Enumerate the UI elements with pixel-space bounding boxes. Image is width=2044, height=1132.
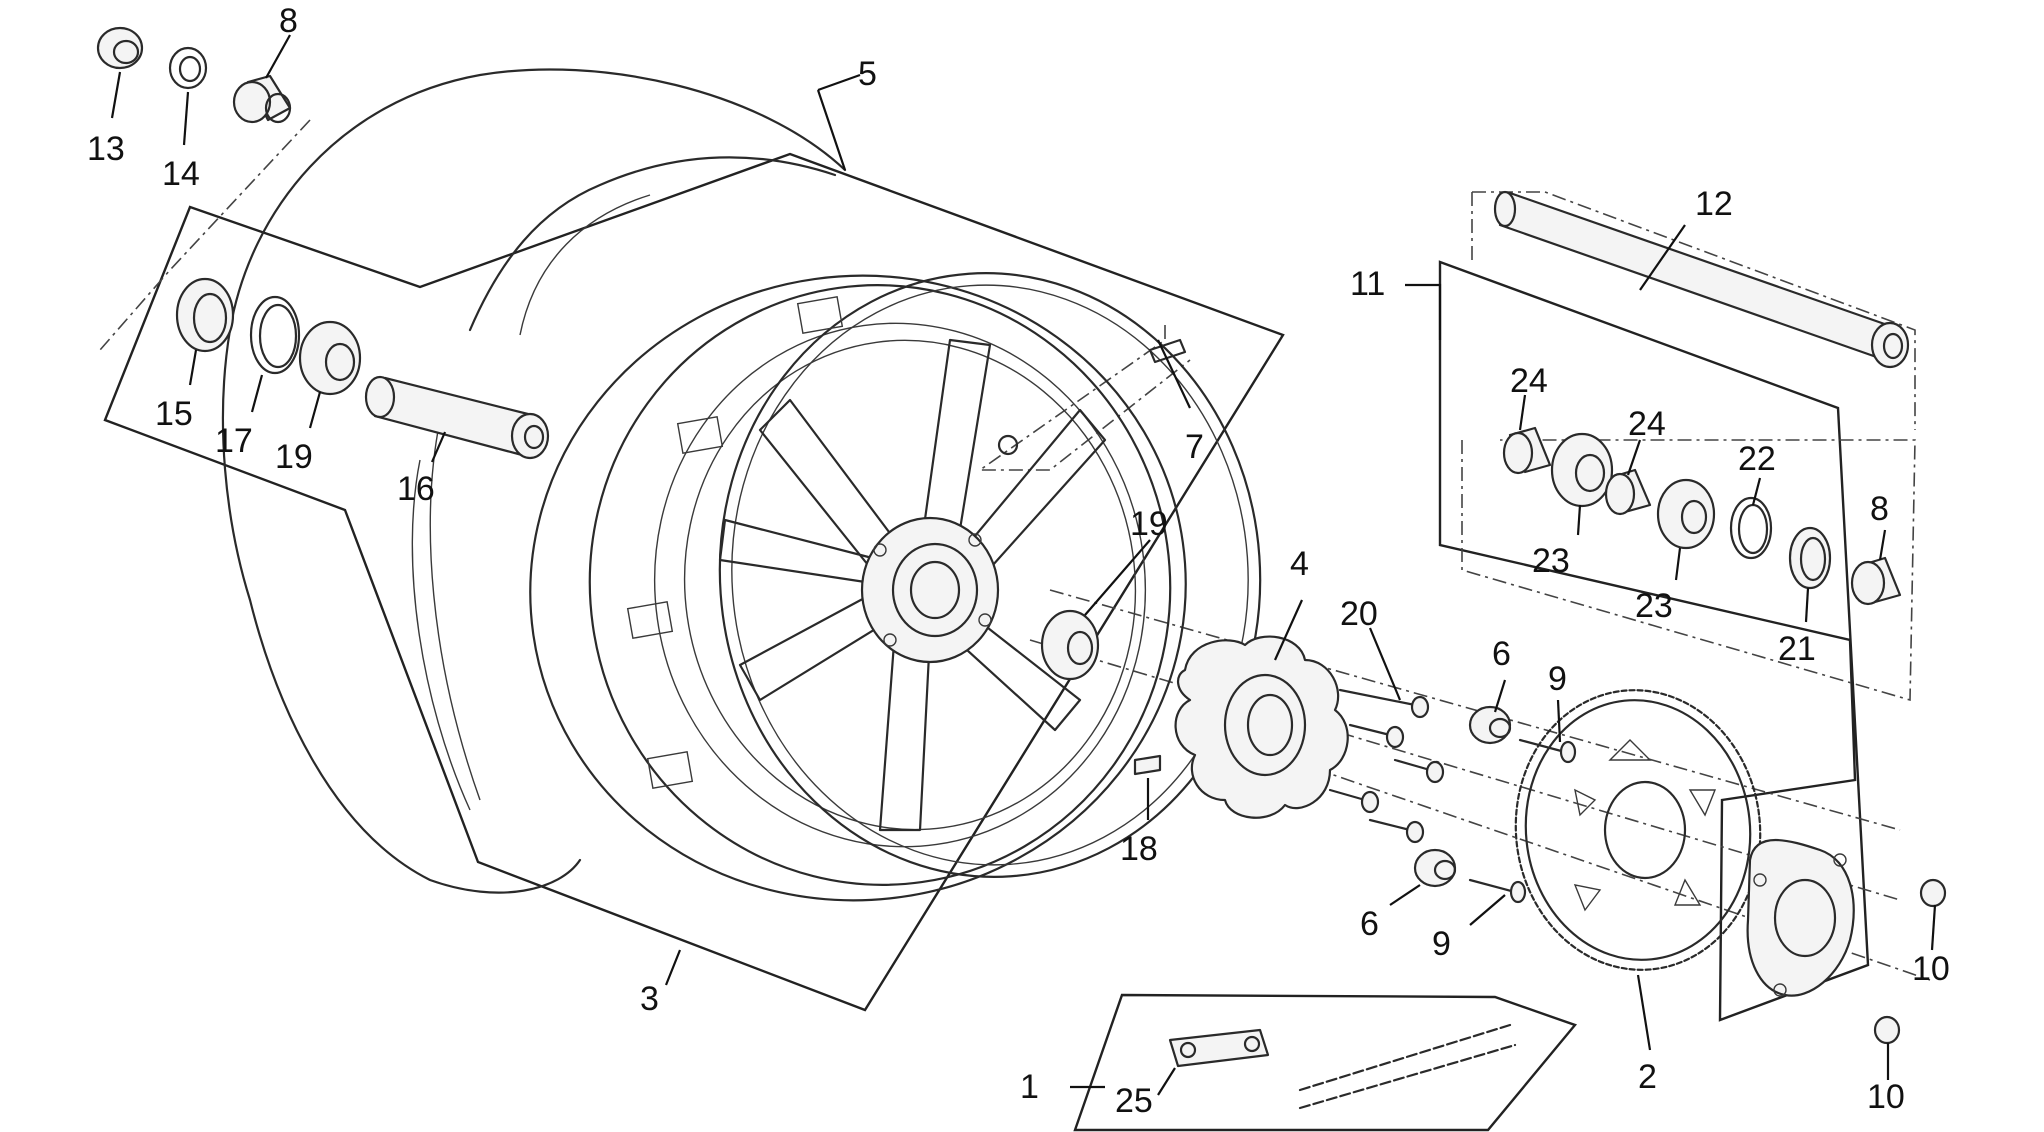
callout-9-bottom: 9 xyxy=(1432,925,1451,963)
callout-7: 7 xyxy=(1185,428,1204,466)
leader-lines xyxy=(110,34,1937,1096)
washer-14 xyxy=(168,46,208,90)
axis-line-left xyxy=(99,119,311,351)
nut-10-top xyxy=(1919,878,1947,908)
sprocket-axis xyxy=(1289,759,1931,981)
spacer-24-left xyxy=(1502,426,1552,475)
spacer-frame xyxy=(1461,439,1916,702)
bolts-20 xyxy=(1328,688,1445,844)
callout-21: 21 xyxy=(1778,630,1816,668)
seal-15 xyxy=(175,277,235,353)
spacer-6-bottom xyxy=(1413,848,1457,888)
bearing-19-right xyxy=(1040,609,1100,681)
callout-19-left: 19 xyxy=(275,438,313,476)
bearing-23-left xyxy=(1550,432,1614,508)
callout-23-right: 23 xyxy=(1635,587,1673,625)
callout-12: 12 xyxy=(1695,185,1733,223)
sprocket-carrier xyxy=(1746,838,1855,997)
rim xyxy=(529,272,1262,902)
spacer-24-right xyxy=(1604,468,1652,516)
callout-3: 3 xyxy=(640,980,659,1018)
seal-21 xyxy=(1788,526,1832,590)
nut-10-bottom xyxy=(1873,1015,1901,1045)
callout-2: 2 xyxy=(1638,1058,1657,1096)
callout-25: 25 xyxy=(1115,1082,1153,1120)
callout-6-bottom: 6 xyxy=(1360,905,1379,943)
callout-8-left: 8 xyxy=(279,2,298,40)
chain-link-25 xyxy=(1168,1028,1270,1068)
callout-24-left: 24 xyxy=(1510,362,1548,400)
callout-23-left: 23 xyxy=(1532,542,1570,580)
sprocket-carrier-frame xyxy=(1438,260,1870,1022)
nut-13 xyxy=(96,26,144,70)
spacer-6-top xyxy=(1468,705,1512,745)
pin-18 xyxy=(1133,754,1162,776)
axis-line-hub xyxy=(1049,589,1901,831)
callout-20: 20 xyxy=(1340,595,1378,633)
sprocket-2 xyxy=(1514,689,1762,971)
callout-17: 17 xyxy=(215,422,253,460)
axle-12 xyxy=(1493,190,1910,369)
spacer-tube-16 xyxy=(364,375,550,460)
stud-9-top xyxy=(1518,738,1577,764)
stud-9-bottom xyxy=(1468,878,1527,904)
bearing-19-left xyxy=(298,320,362,396)
chain-1 xyxy=(1298,1023,1517,1110)
callout-24-right: 24 xyxy=(1628,405,1666,443)
spacer-8-right xyxy=(1850,556,1902,606)
callout-9-top: 9 xyxy=(1548,660,1567,698)
bearing-23-right xyxy=(1656,478,1716,550)
circlip-17 xyxy=(249,295,301,375)
spacer-8-left xyxy=(232,74,292,124)
callout-16: 16 xyxy=(397,470,435,508)
callout-14: 14 xyxy=(162,155,200,193)
callout-10-bottom: 10 xyxy=(1867,1078,1905,1116)
callout-11: 11 xyxy=(1350,265,1385,303)
cush-drive-4 xyxy=(1174,635,1349,819)
callout-18: 18 xyxy=(1120,830,1158,868)
circlip-22 xyxy=(1729,496,1773,560)
tire xyxy=(221,68,847,894)
callout-1: 1 xyxy=(1020,1068,1039,1106)
wheel-assembly-frame xyxy=(103,152,1285,1012)
callout-19-right: 19 xyxy=(1130,505,1168,543)
callout-6-top: 6 xyxy=(1492,635,1511,673)
callout-5: 5 xyxy=(858,55,877,93)
callout-22: 22 xyxy=(1738,440,1776,478)
chain-kit-frame xyxy=(1073,993,1578,1132)
callout-10-top: 10 xyxy=(1912,950,1950,988)
callout-8-right: 8 xyxy=(1870,490,1889,528)
callout-4: 4 xyxy=(1290,545,1309,583)
callout-13: 13 xyxy=(87,130,125,168)
callout-15: 15 xyxy=(155,395,193,433)
